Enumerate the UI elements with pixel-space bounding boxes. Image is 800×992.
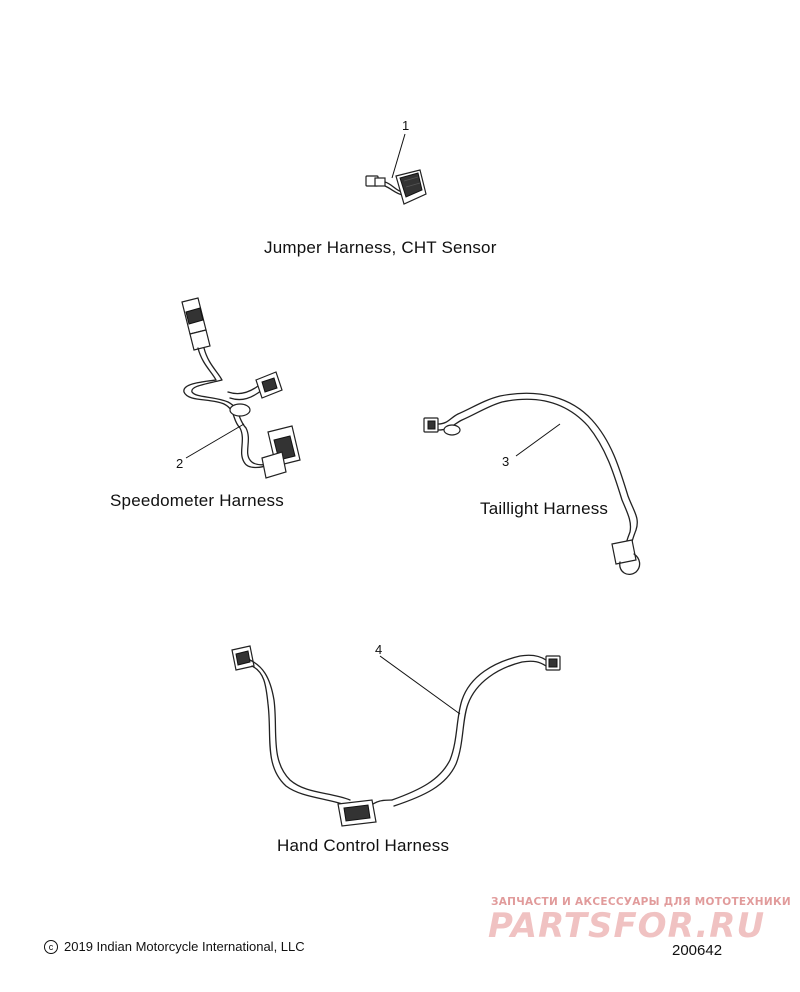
copyright-icon: c (44, 940, 58, 954)
caption-taillight-harness: Taillight Harness (480, 499, 609, 518)
copyright-text: 2019 Indian Motorcycle International, LL… (64, 939, 305, 954)
taillight-harness-drawing (423, 392, 641, 576)
copyright-notice: c 2019 Indian Motorcycle International, L… (44, 939, 305, 954)
leader-line-2 (185, 423, 245, 459)
leader-line-1 (391, 133, 406, 179)
callout-4: 4 (375, 642, 383, 657)
figure-number: 200642 (672, 942, 723, 959)
speedometer-harness-drawing (181, 297, 301, 479)
watermark-tagline: ЗАПЧАСТИ И АКСЕССУАРЫ ДЛЯ МОТОТЕХНИКИ (491, 896, 791, 908)
hand-control-harness-drawing (231, 645, 561, 827)
watermark-logo: PARTSFOR.RU (488, 906, 766, 946)
leader-line-4 (379, 655, 461, 715)
callout-1: 1 (402, 118, 410, 133)
caption-hand-control-harness: Hand Control Harness (277, 836, 450, 855)
callout-2: 2 (176, 456, 184, 471)
leader-line-3 (515, 423, 561, 457)
caption-cht-jumper-harness: Jumper Harness, CHT Sensor (264, 238, 497, 257)
cht-jumper-harness-drawing (365, 169, 427, 205)
caption-speedometer-harness: Speedometer Harness (110, 491, 284, 510)
callout-3: 3 (502, 454, 510, 469)
